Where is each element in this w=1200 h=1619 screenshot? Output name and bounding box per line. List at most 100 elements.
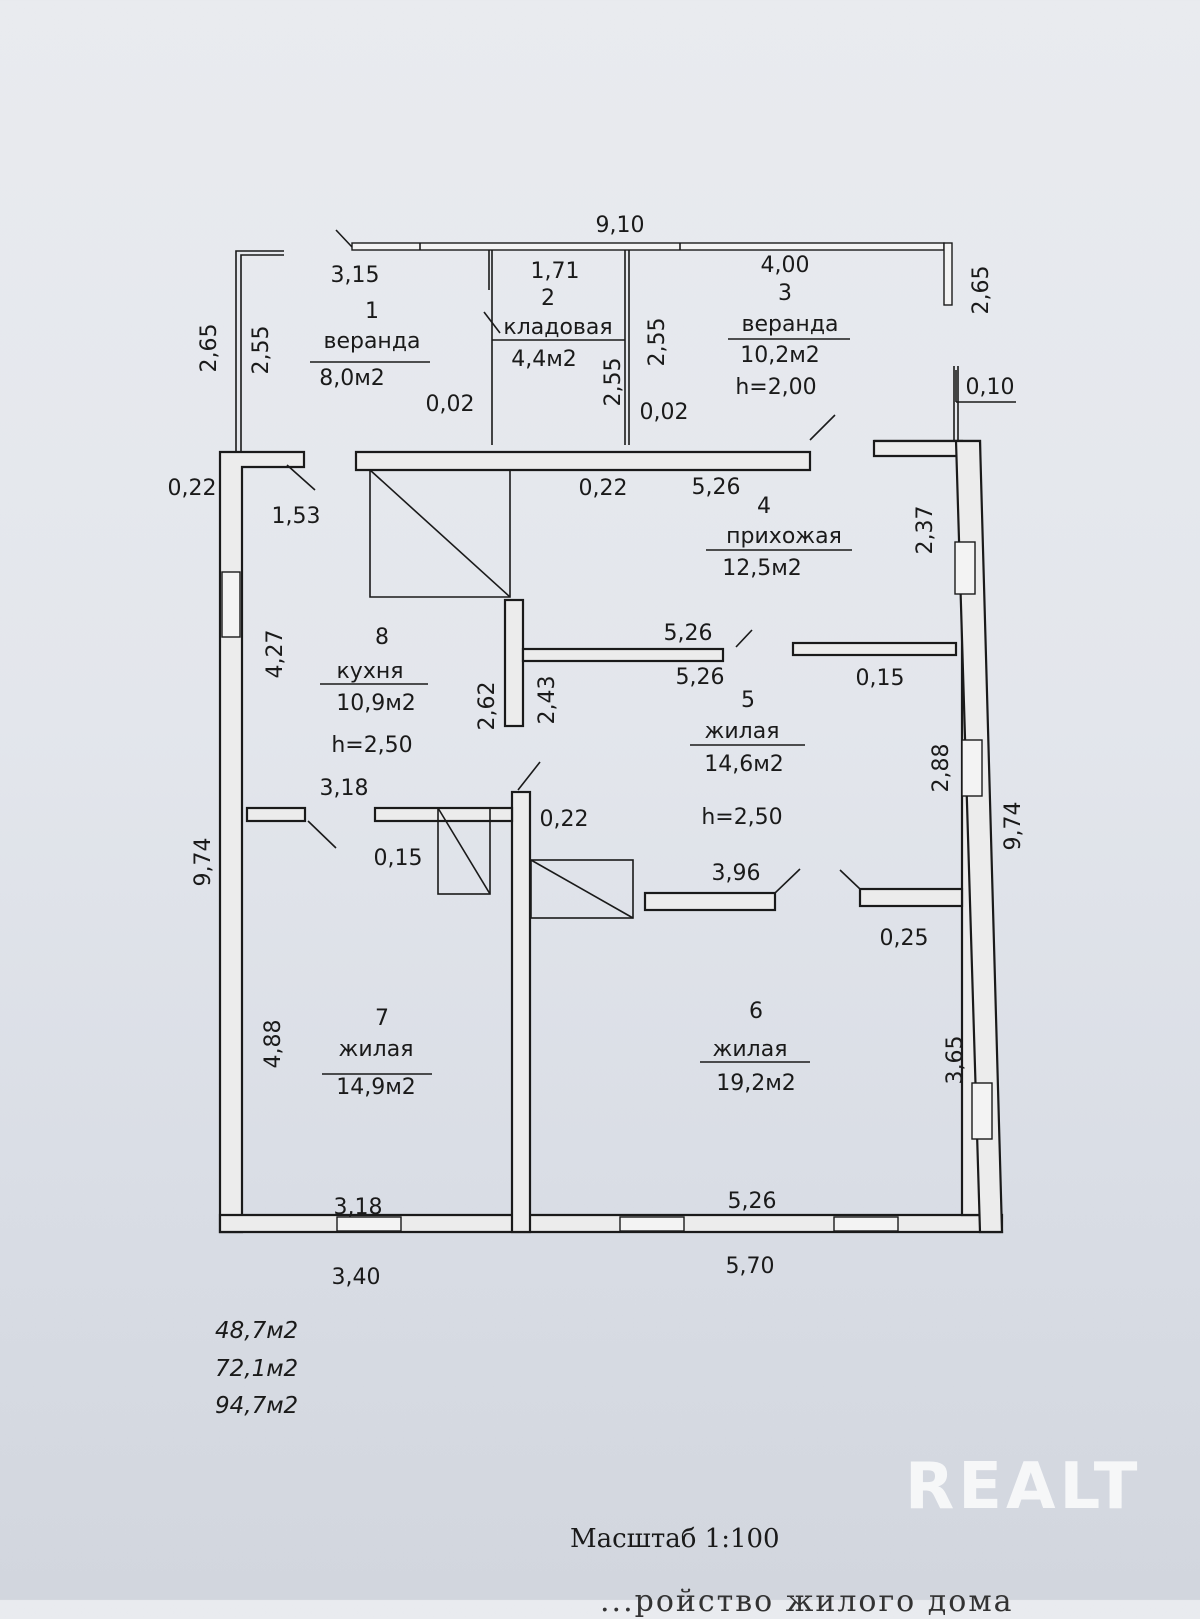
dim-living-396: 3,96 — [712, 861, 761, 886]
leader-line — [335, 229, 353, 248]
wall-kitchen-bottom-right — [373, 806, 514, 823]
leader-line — [307, 820, 337, 849]
dim-kitchen-262: 2,62 — [475, 682, 500, 731]
room-8-name: кухня — [337, 659, 404, 684]
dim-right-outer-top: 2,65 — [969, 266, 994, 315]
room-4-num: 4 — [757, 494, 771, 519]
room-6-area: 19,2м2 — [716, 1071, 796, 1096]
window-left-wall — [221, 571, 241, 638]
room-8-num: 8 — [375, 625, 389, 650]
stove-block-small — [437, 807, 491, 895]
total-area-1: 48,7м2 — [215, 1318, 299, 1344]
dim-mid-022: 0,22 — [540, 807, 589, 832]
dim-right-010: 0,10 — [966, 375, 1015, 400]
room-5-name: жилая — [705, 719, 780, 744]
leader-line — [517, 761, 541, 791]
dim-right-237: 2,37 — [913, 506, 938, 555]
dim-part-526-b: 5,26 — [676, 665, 725, 690]
veranda-wall-left — [235, 250, 284, 456]
dim-wall-002-left: 0,02 — [426, 392, 475, 417]
room-8-height: h=2,50 — [331, 733, 412, 758]
outer-wall-top-right-cap — [872, 439, 964, 458]
room-8-area: 10,9м2 — [336, 691, 416, 716]
window-bottom-wall — [336, 1216, 402, 1232]
dim-right-974: 9,74 — [1001, 802, 1026, 851]
room-5-area: 14,6м2 — [704, 752, 784, 777]
stove-block-living — [530, 859, 634, 919]
dim-left-inner-top: 2,55 — [249, 326, 274, 375]
stove-block-diagonal — [369, 469, 511, 598]
stove-block-small-diagonal — [437, 807, 491, 895]
leader-line — [286, 464, 316, 491]
room-3-name: веранда — [741, 312, 838, 337]
total-area-2: 72,1м2 — [215, 1356, 299, 1382]
room-4-area: 12,5м2 — [722, 556, 802, 581]
room-6-name: жилая — [713, 1037, 788, 1062]
wall-kitchen-bottom-left — [245, 806, 307, 823]
room-4-name: прихожая — [726, 524, 842, 549]
room-7-num: 7 — [375, 1006, 389, 1031]
dim-left-outer-top: 2,65 — [197, 324, 222, 373]
dim-veranda3-width: 4,00 — [761, 253, 810, 278]
dim-right-015: 0,15 — [856, 666, 905, 691]
dim-bottom-526: 5,26 — [728, 1189, 777, 1214]
room-1-num: 1 — [365, 299, 379, 324]
footer-caption: ...ройство жилого дома — [600, 1584, 1014, 1619]
wall-kitchen-right — [503, 598, 525, 728]
outer-wall-top — [354, 450, 812, 472]
leader-line — [774, 868, 801, 894]
room-3-area: 10,2м2 — [740, 343, 820, 368]
leader-line — [735, 629, 753, 648]
dim-storage-h-left: 2,55 — [601, 358, 626, 407]
window-bottom-wall — [619, 1216, 685, 1232]
wall-hall-living-right — [791, 641, 958, 657]
total-area-3: 94,7м2 — [215, 1393, 299, 1419]
room-1-area: 8,0м2 — [319, 366, 385, 391]
room-2-name: кладовая — [503, 315, 612, 340]
wall-living-bottom — [643, 891, 777, 912]
veranda-right-window — [943, 242, 953, 306]
veranda-wall-left-inner — [240, 254, 284, 456]
dim-step-153: 1,53 — [272, 504, 321, 529]
dim-right-365: 3,65 — [943, 1036, 968, 1085]
room-6-num: 6 — [749, 999, 763, 1024]
dim-right-025: 0,25 — [880, 926, 929, 951]
dim-bottom-570: 5,70 — [726, 1254, 775, 1279]
dim-right-288: 2,88 — [929, 744, 954, 793]
leader-line — [483, 311, 501, 334]
room-3-height: h=2,00 — [735, 375, 816, 400]
outer-wall-right — [954, 439, 1004, 1234]
veranda-top-window — [351, 242, 945, 251]
room-2-num: 2 — [541, 286, 555, 311]
scale-label: Масштаб 1:100 — [570, 1524, 780, 1554]
room-5-num: 5 — [741, 688, 755, 713]
dim-storage-h-right: 2,55 — [645, 318, 670, 367]
dim-part-526-a: 5,26 — [664, 621, 713, 646]
outer-wall-left — [218, 450, 306, 1234]
dim-kitchen-243: 2,43 — [535, 676, 560, 725]
dim-kitchen-015: 0,15 — [374, 846, 423, 871]
room-7-name: жилая — [339, 1037, 414, 1062]
dim-veranda1-width: 3,15 — [331, 263, 380, 288]
room-7-area: 14,9м2 — [336, 1075, 416, 1100]
stove-block-living-diagonal — [530, 859, 634, 919]
window-right-wall — [961, 739, 983, 797]
window-right-wall — [954, 541, 976, 595]
room-1-name: веранда — [323, 329, 420, 354]
dim-bottom-318: 3,18 — [334, 1195, 383, 1220]
room-3-num: 3 — [778, 281, 792, 306]
dim-top-total: 9,10 — [596, 213, 645, 238]
wall-middle-vertical — [510, 790, 532, 1234]
wall-living-bottom-right — [858, 887, 964, 908]
dim-hall-526: 5,26 — [692, 475, 741, 500]
leader-line — [839, 869, 861, 890]
dim-left-974: 9,74 — [191, 838, 216, 887]
dim-kitchen-318: 3,18 — [320, 776, 369, 801]
dim-wall-022-top: 0,22 — [579, 476, 628, 501]
dim-left-427: 4,27 — [263, 630, 288, 679]
window-bottom-wall — [833, 1216, 899, 1232]
dim-bottom-340: 3,40 — [332, 1265, 381, 1290]
dim-wall-002-right: 0,02 — [640, 400, 689, 425]
window-right-wall — [971, 1082, 993, 1140]
